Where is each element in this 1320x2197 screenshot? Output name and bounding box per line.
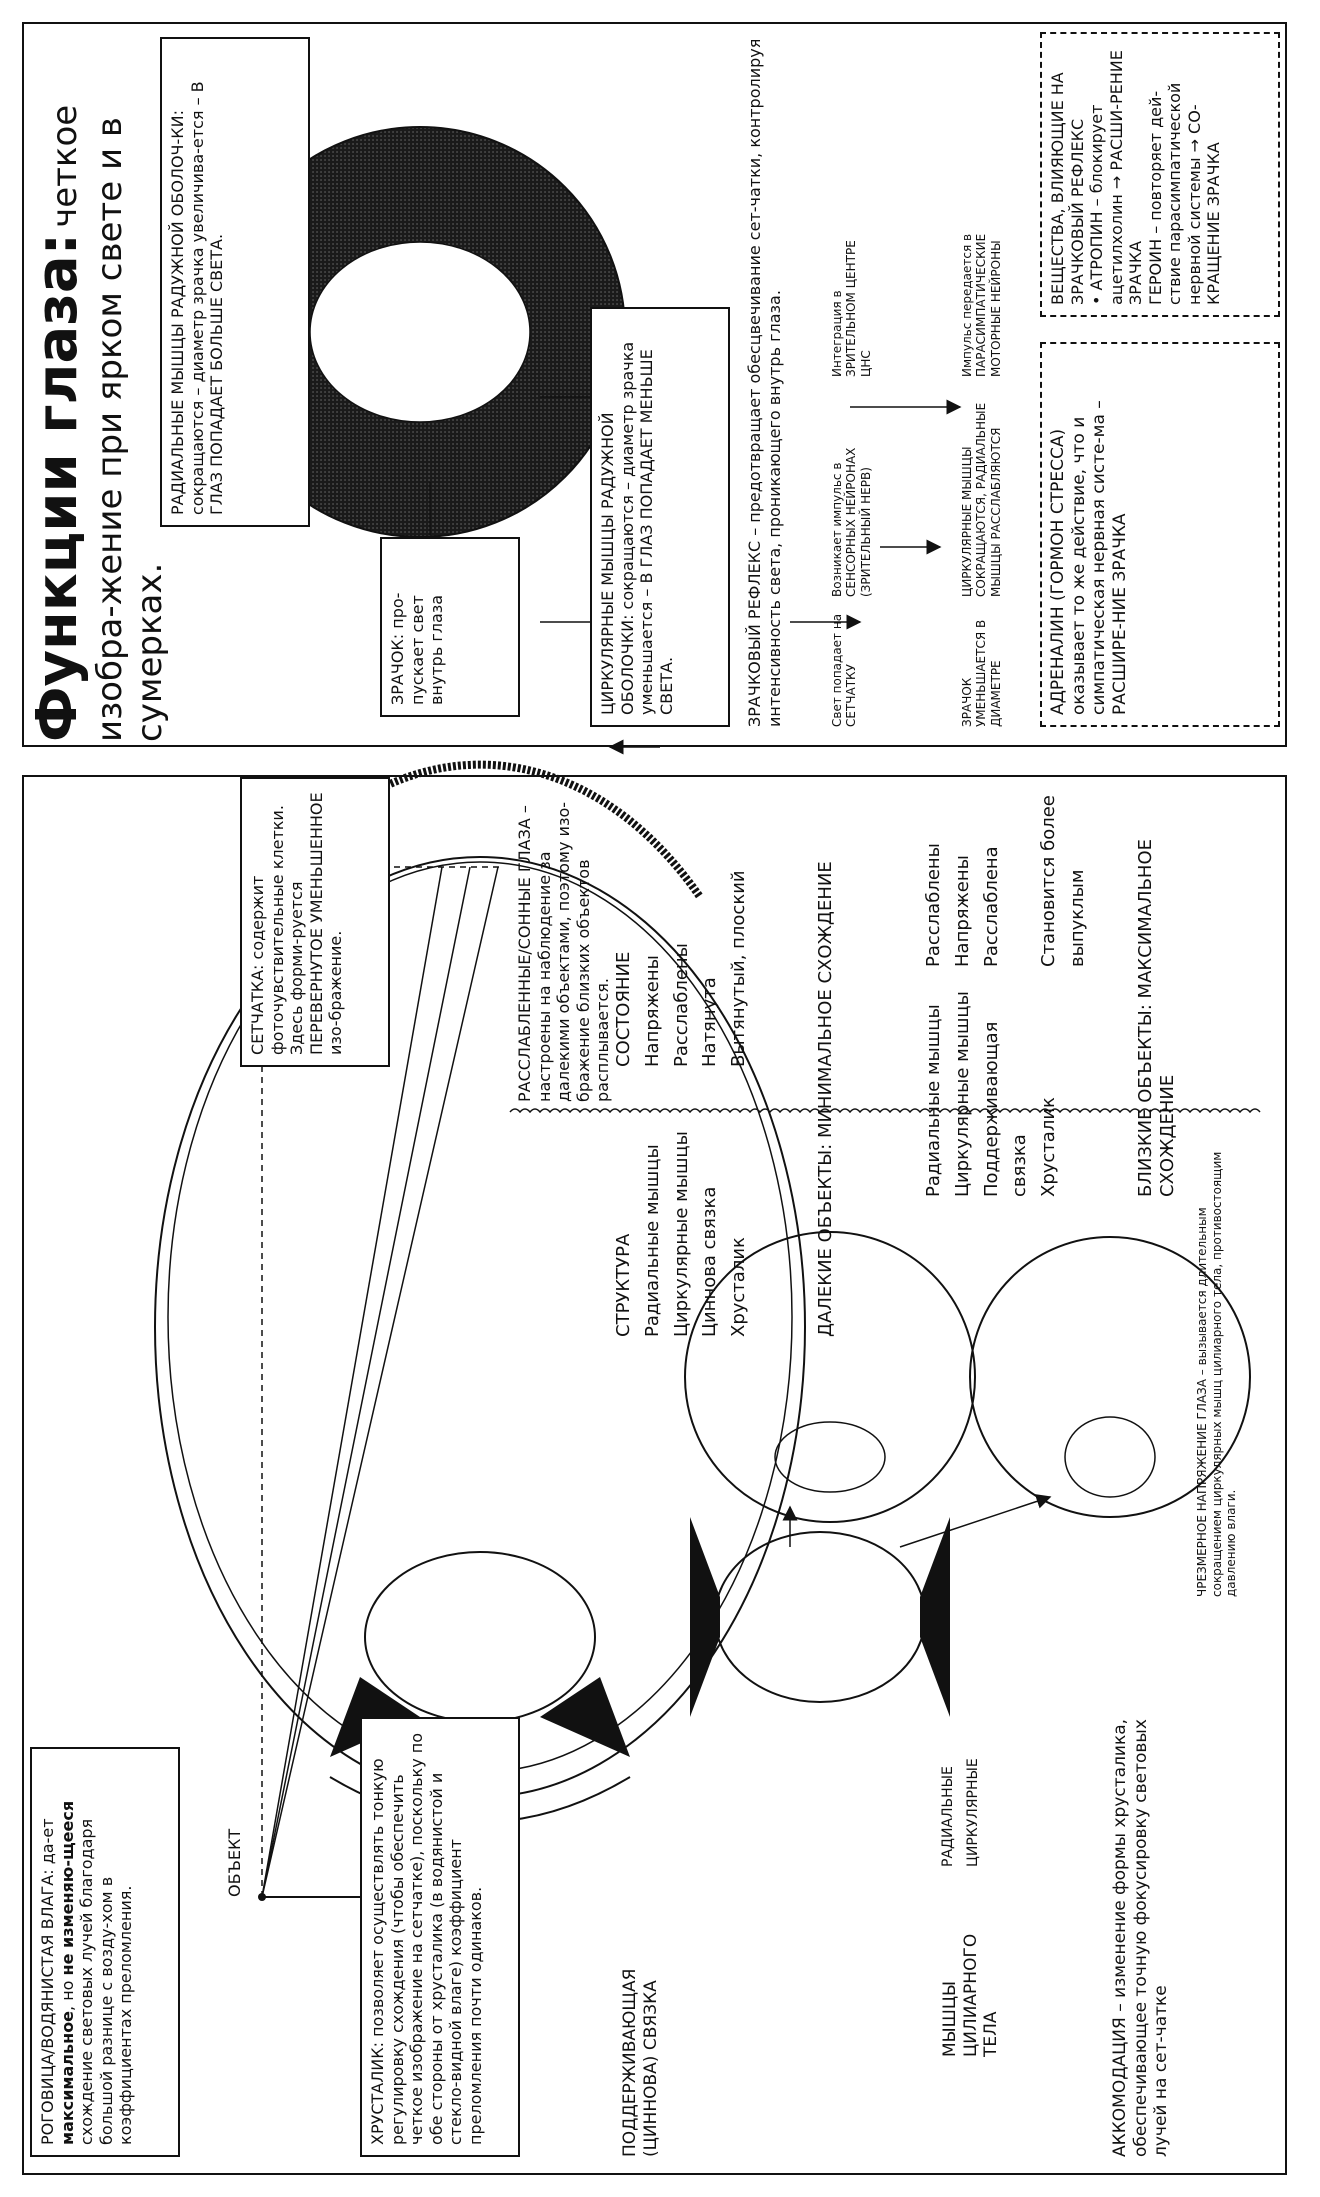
radial-iris-text: РАДИАЛЬНЫЕ МЫШЦЫ РАДУЖНОЙ ОБОЛОЧ-КИ: сок… [168, 81, 226, 515]
substance-heroin: ГЕРОИН – повторяет дей-ствие парасимпати… [1146, 44, 1224, 305]
substances-note: ВЕЩЕСТВА, ВЛИЯЮЩИЕ НА ЗРАЧКОВЫЙ РЕФЛЕКС … [1040, 32, 1280, 317]
table-cell: Циннова связка [696, 1067, 725, 1337]
flow-muscles: ЦИРКУЛЯРНЫЕ МЫШЦЫ СОКРАЩАЮТСЯ, РАДИАЛЬНЫ… [960, 397, 1003, 597]
circular-iris-note: ЦИРКУЛЯРНЫЕ МЫШЦЫ РАДУЖНОЙ ОБОЛОЧКИ: сок… [590, 307, 730, 727]
cornea-text-3: схождение световых лучей благодаря больш… [77, 1819, 135, 2145]
table-cell: Циркулярные мышцы [949, 967, 978, 1197]
pupil-text: ЗРАЧОК: про-пускает свет внутрь глаза [388, 593, 446, 705]
table-cell: Хрусталик [1035, 967, 1093, 1197]
radial-iris-note: РАДИАЛЬНЫЕ МЫШЦЫ РАДУЖНОЙ ОБОЛОЧ-КИ: сок… [160, 37, 310, 527]
flow-sensory: Возникает импульс в СЕНСОРНЫХ НЕЙРОНАХ (… [830, 417, 873, 597]
strain-note: ЧРЕЗМЕРНОЕ НАПРЯЖЕНИЕ ГЛАЗА – вызывается… [1195, 1147, 1239, 1597]
relaxed-eyes-note: РАССЛАБЛЕННЫЕ/СОННЫЕ ГЛАЗА – настроены н… [515, 772, 613, 1102]
table-cell: Поддерживающая связка [978, 967, 1036, 1197]
col-structure-header: СТРУКТУРА [610, 1067, 639, 1337]
table-cell: Радиальные мышцы [639, 1067, 668, 1337]
substances-title: ВЕЩЕСТВА, ВЛИЯЮЩИЕ НА ЗРАЧКОВЫЙ РЕФЛЕКС [1048, 44, 1087, 305]
table-cell: Циркулярные мышцы [668, 1067, 697, 1337]
accommodation-note: АККОМОДАЦИЯ – изменение формы хрусталика… [1110, 1697, 1172, 2157]
table-cell: Расслаблена [978, 787, 1036, 967]
table-cell: Расслаблены [920, 787, 949, 967]
near-objects-footer: БЛИЗКИЕ ОБЪЕКТЫ: МАКСИМАЛЬНОЕ СХОЖДЕНИЕ [1135, 777, 1179, 1197]
table-cell: Хрусталик [725, 1067, 754, 1337]
atropine-text: АТРОПИН – блокирует ацетилхолин → РАСШИ-… [1087, 50, 1145, 305]
flow-integration: Интеграция в ЗРИТЕЛЬНОМ ЦЕНТРЕ ЦНС [830, 237, 873, 377]
radial-label: РАДИАЛЬНЫЕ [940, 1766, 957, 1867]
lens-note: ХРУСТАЛИК: позволяет осуществлять тонкую… [360, 1717, 520, 2157]
table-cell: Напряжены [949, 787, 978, 967]
cornea-text-2: , но [58, 1975, 77, 2011]
flow-parasympathetic: Импульс передается в ПАРАСИМПАТИЧЕСКИЕ М… [960, 177, 1003, 377]
table-cell: Становится более выпуклым [1035, 787, 1093, 967]
circular-iris-text: ЦИРКУЛЯРНЫЕ МЫШЦЫ РАДУЖНОЙ ОБОЛОЧКИ: сок… [598, 342, 676, 715]
object-label: ОБЪЕКТ [225, 1829, 245, 1897]
flow-light: Свет попадает на СЕТЧАТКУ [830, 597, 859, 727]
table-cell: Вытянутый, плоский [725, 807, 754, 1067]
cornea-note: РОГОВИЦА/ВОДЯНИСТАЯ ВЛАГА: да-ет максима… [30, 1747, 180, 2157]
retina-text: СЕТЧАТКА: содержит фоточувствительные кл… [248, 792, 345, 1055]
table-cell: Натянута [696, 807, 725, 1067]
cornea-bold-2: не изменяю-щееся [58, 1801, 77, 1976]
pupil-note: ЗРАЧОК: про-пускает свет внутрь глаза [380, 537, 520, 717]
lens-with-ciliary-muscles [690, 1517, 950, 1717]
substance-atropine: • АТРОПИН – блокирует ацетилхолин → РАСШ… [1087, 44, 1146, 305]
circular-label: ЦИРКУЛЯРНЫЕ [965, 1758, 982, 1867]
adrenaline-text: АДРЕНАЛИН (ГОРМОН СТРЕССА) оказывает то … [1048, 400, 1130, 715]
pupillary-reflex-note: ЗРАЧКОВЫЙ РЕФЛЕКС – предотвращает обесцв… [745, 27, 784, 727]
far-objects-footer: ДАЛЕКИЕ ОБЪЕКТЫ: МИНИМАЛЬНОЕ СХОЖДЕНИЕ [815, 861, 837, 1337]
cornea-bold-1: максимальное [58, 2011, 77, 2145]
ciliary-label: МЫШЦЫ ЦИЛИАРНОГО ТЕЛА [940, 1887, 1002, 2057]
table-cell: Радиальные мышцы [920, 967, 949, 1197]
col-state-header: СОСТОЯНИЕ [610, 807, 639, 1067]
ligament-label: ПОДДЕРЖИВАЮЩАЯ (ЦИННОВА) СВЯЗКА [620, 1937, 661, 2157]
table-header-row: СТРУКТУРА СОСТОЯНИЕ [610, 777, 639, 1337]
cornea-text-1: РОГОВИЦА/ВОДЯНИСТАЯ ВЛАГА: да-ет [38, 1818, 57, 2145]
retina-note: СЕТЧАТКА: содержит фоточувствительные кл… [240, 777, 390, 1067]
table-cell: Расслаблены [668, 807, 697, 1067]
flow-pupil-small: ЗРАЧОК УМЕНЬШАЕТСЯ В ДИАМЕТРЕ [960, 607, 1003, 727]
adrenaline-note: АДРЕНАЛИН (ГОРМОН СТРЕССА) оказывает то … [1040, 342, 1280, 727]
table-cell: Напряжены [639, 807, 668, 1067]
lens-text: ХРУСТАЛИК: позволяет осуществлять тонкую… [368, 1733, 485, 2145]
